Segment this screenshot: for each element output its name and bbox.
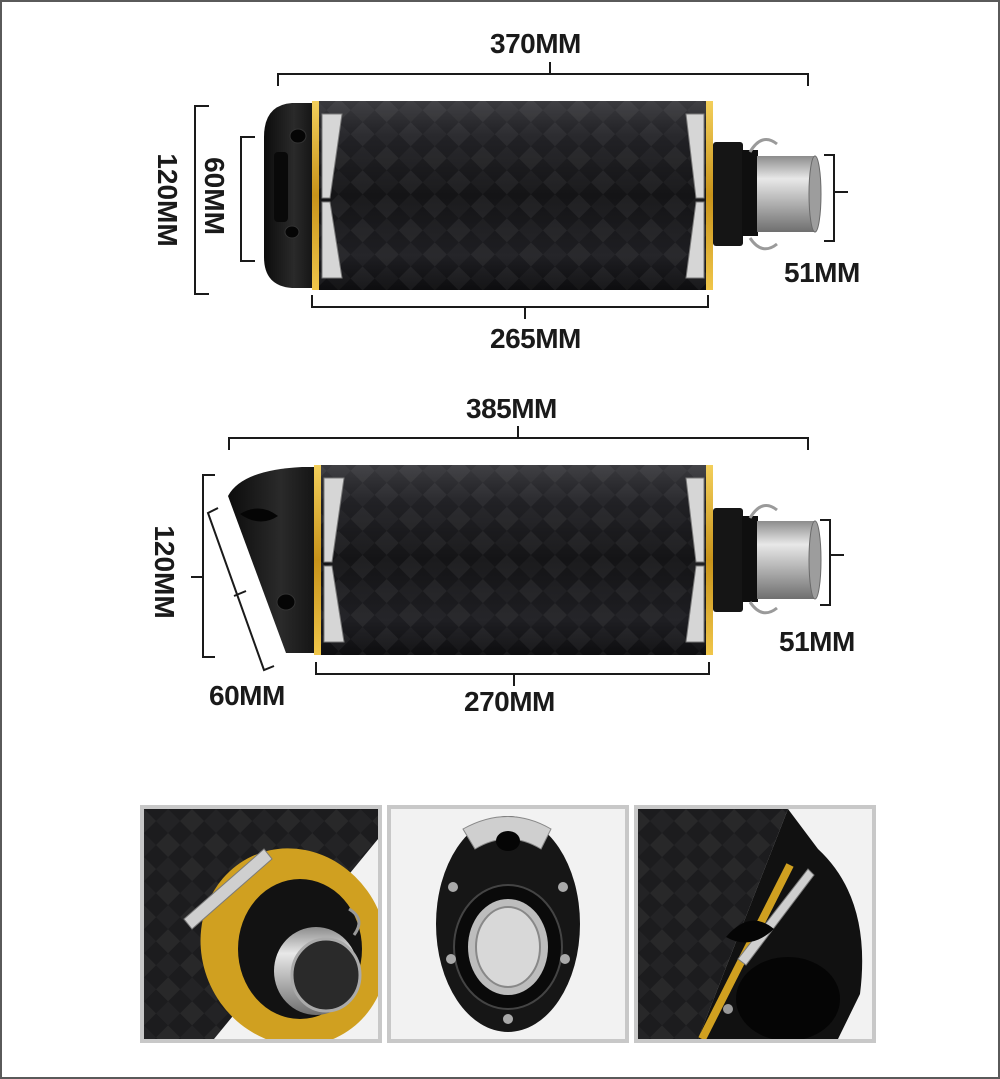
thumbnail-outlet-angle-view	[634, 805, 876, 1043]
side-view-muffler	[228, 465, 822, 655]
thumbnail-outlet-front-view	[387, 805, 629, 1043]
top-view-dimension-lines	[194, 62, 848, 319]
thumbnail-inlet-end-view	[140, 805, 382, 1043]
side-view-dimension-lines	[191, 426, 844, 686]
side-height-label: 120MM	[149, 525, 180, 619]
side-overall-length-label: 385MM	[466, 393, 557, 424]
top-inner-height-label: 60MM	[199, 157, 230, 235]
side-body-length-label: 270MM	[464, 686, 555, 717]
top-overall-length-label: 370MM	[490, 28, 581, 59]
top-view-muffler	[264, 101, 822, 290]
top-inlet-diameter-label: 51MM	[784, 257, 860, 288]
top-body-length-label: 265MM	[490, 323, 581, 354]
side-inlet-diameter-label: 51MM	[779, 626, 855, 657]
top-outer-height-label: 120MM	[152, 153, 183, 247]
side-tip-length-label: 60MM	[209, 680, 285, 711]
